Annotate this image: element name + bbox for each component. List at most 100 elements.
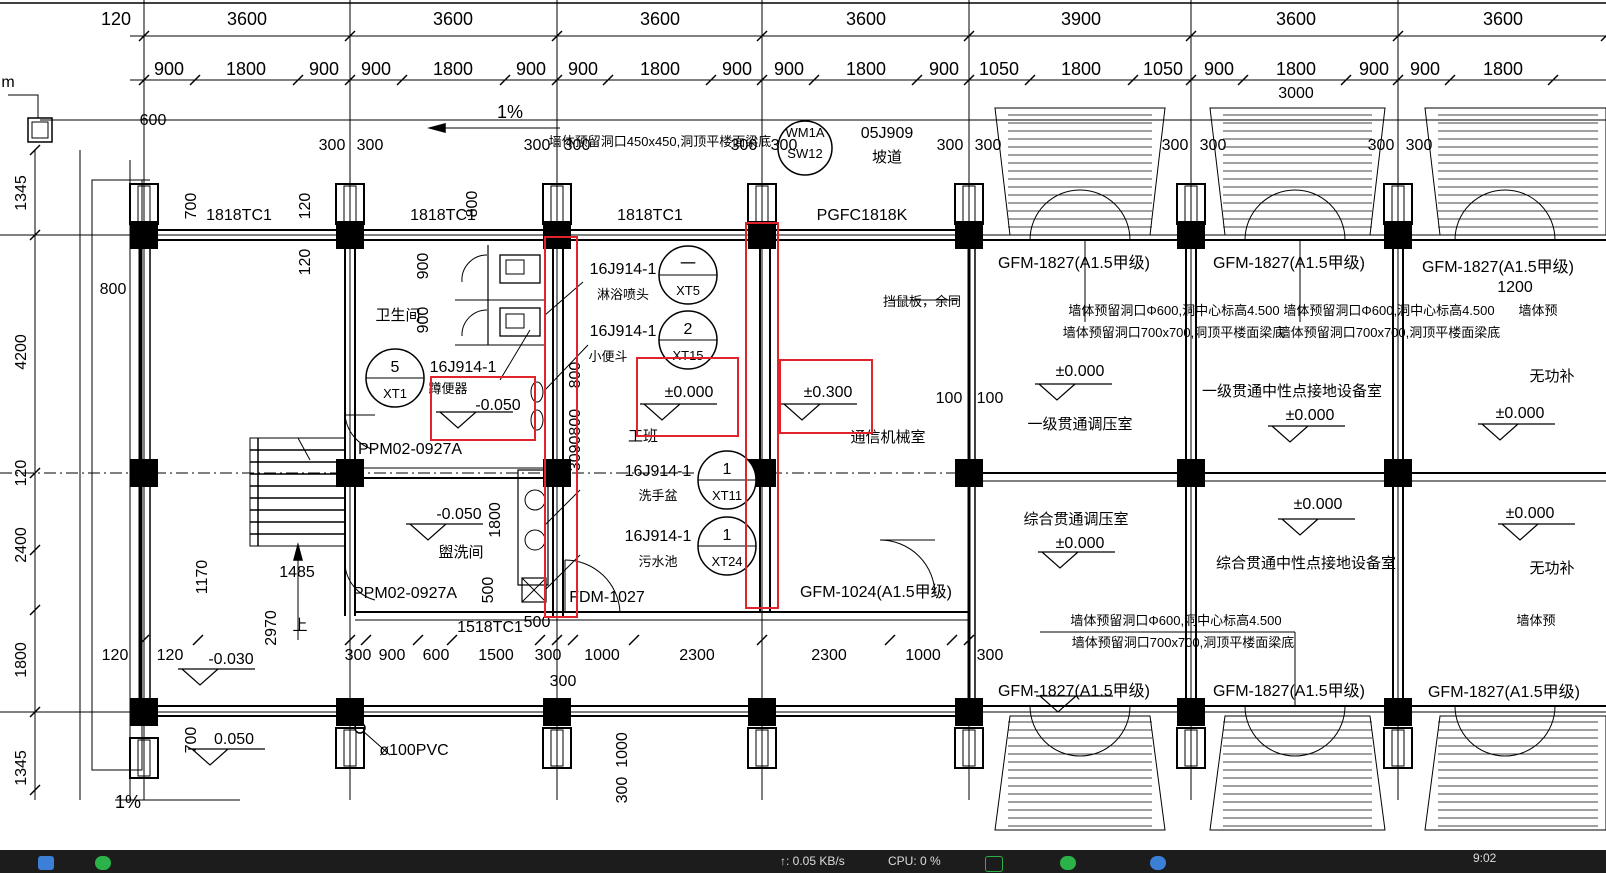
highlight-box-wall-2 xyxy=(745,222,779,609)
dim-tick xyxy=(29,604,41,616)
dim-tick xyxy=(567,634,579,646)
dim-tick xyxy=(1127,74,1139,86)
vertical-dimension: 1170 xyxy=(194,560,211,595)
windows-taskbar: ↑: 0.05 KB/s CPU: 0 % 9:02 xyxy=(0,850,1606,873)
column-offset-dimension: 300 xyxy=(319,137,346,154)
plan-label: 3000 xyxy=(1278,85,1314,102)
dim-tick xyxy=(551,30,563,42)
dim-tick xyxy=(963,30,975,42)
column xyxy=(543,221,571,249)
pilaster-inner xyxy=(755,729,769,767)
top-dimension: 3600 xyxy=(433,9,473,29)
plan-label: 600 xyxy=(140,112,167,129)
dim-tick xyxy=(1600,34,1606,42)
bubble-bottom: XT11 xyxy=(712,488,742,503)
plan-label: GFM-1827(A1.5甲级) xyxy=(998,682,1150,700)
dim-tick xyxy=(705,74,717,86)
plan-label: ±0.300 xyxy=(804,384,853,401)
sub-dimension: 900 xyxy=(929,59,959,79)
dim-tick xyxy=(534,634,546,646)
pilaster-inner xyxy=(1184,729,1198,767)
left-dimension: 2400 xyxy=(13,527,30,563)
column xyxy=(1384,698,1412,726)
plan-label: 墙体预留洞口450x450,洞顶平楼面梁底 xyxy=(549,134,772,149)
dimension-ticks xyxy=(29,30,1606,796)
dim-tick xyxy=(138,634,150,646)
app-icon-green[interactable] xyxy=(95,856,111,870)
dim-tick xyxy=(1185,30,1197,42)
plan-label: 墙体预 xyxy=(1516,613,1555,628)
dim-tick xyxy=(1185,74,1197,86)
plan-label: GFM-1827(A1.5甲级) xyxy=(1428,683,1580,701)
plan-label: ±0.000 xyxy=(1294,496,1343,513)
tray-icon-battery[interactable] xyxy=(985,856,1003,872)
vertical-dimension: 800 xyxy=(567,362,584,389)
sub-dimension: 900 xyxy=(722,59,752,79)
plan-label: -0.050 xyxy=(436,506,481,523)
vertical-dimension: 900 xyxy=(415,253,432,280)
plan-label: 无功补 xyxy=(1529,368,1574,385)
dim-tick xyxy=(911,74,923,86)
bottom-dimension: 300 xyxy=(345,647,372,664)
sub-dimension: 1800 xyxy=(1061,59,1101,79)
dim-tick xyxy=(756,30,768,42)
plan-label: 100 xyxy=(977,390,1004,407)
plan-label: 无功补 xyxy=(1529,560,1574,577)
tray-icon-network[interactable] xyxy=(1150,856,1166,870)
bottom-dimension: 120 xyxy=(102,647,129,664)
plan-label: ø100PVC xyxy=(379,742,448,759)
plan-label: GFM-1827(A1.5甲级) xyxy=(1213,682,1365,700)
pilaster xyxy=(335,727,365,769)
column-offset-dimension: 300 xyxy=(1162,137,1189,154)
sub-dimension: 900 xyxy=(1410,59,1440,79)
sub-dimension: 1050 xyxy=(979,59,1019,79)
pilaster-inner xyxy=(962,729,976,767)
plan-label: 16J914-1 xyxy=(625,463,692,480)
bubble-bottom: XT24 xyxy=(711,554,742,569)
plan-label: ±0.000 xyxy=(1056,535,1105,552)
plan-label: FDM-1027 xyxy=(569,589,645,606)
dim-tick xyxy=(138,30,150,42)
sub-dimension: 900 xyxy=(309,59,339,79)
sub-dimension: 900 xyxy=(361,59,391,79)
dim-tick xyxy=(756,634,768,646)
dim-tick xyxy=(412,634,424,646)
dim-tick xyxy=(189,74,201,86)
pilaster xyxy=(542,183,572,225)
app-icon-blue[interactable] xyxy=(38,856,54,870)
bubble-top: 2 xyxy=(684,321,693,338)
pilaster xyxy=(1176,727,1206,769)
dim-tick xyxy=(1392,74,1404,86)
column-offset-dimension: 300 xyxy=(731,137,758,154)
plan-label: 上 xyxy=(292,617,307,634)
plan-label: GFM-1827(A1.5甲级) xyxy=(998,254,1150,272)
plan-label: 16J914-1 xyxy=(430,359,497,376)
dim-tick xyxy=(29,229,41,241)
pilaster-inner xyxy=(962,185,976,223)
plan-label: 500 xyxy=(524,614,551,631)
plan-label: 1818TC1 xyxy=(617,207,683,224)
bottom-dimension: 2300 xyxy=(811,647,847,664)
floor-plan-svg: 1203600360036003600390036003600900180090… xyxy=(0,0,1606,831)
plan-label: 100 xyxy=(936,390,963,407)
top-dimension: 3600 xyxy=(1483,9,1523,29)
clock-time[interactable]: 9:02 xyxy=(1473,851,1497,865)
column xyxy=(955,698,983,726)
plan-label: GFM-1827(A1.5甲级) xyxy=(1213,254,1365,272)
column-offset-dimension: 300 xyxy=(1368,137,1395,154)
vertical-dimension: 700 xyxy=(183,727,200,754)
tray-icon-status[interactable] xyxy=(1060,856,1076,870)
vertical-dimension: 800 xyxy=(464,191,481,218)
sub-dimension: 900 xyxy=(774,59,804,79)
column-offset-dimension: 300 xyxy=(1406,137,1433,154)
elevation-markers xyxy=(178,383,1575,766)
column xyxy=(748,698,776,726)
dim-tick xyxy=(963,74,975,86)
column-offset-dimension: 300 xyxy=(564,137,591,154)
sub-dimension: 1800 xyxy=(1276,59,1316,79)
structural-columns xyxy=(129,183,1413,779)
bottom-dimension: 600 xyxy=(423,647,450,664)
bubble-top: 1 xyxy=(723,527,732,544)
vertical-dimension: 900 xyxy=(415,307,432,334)
